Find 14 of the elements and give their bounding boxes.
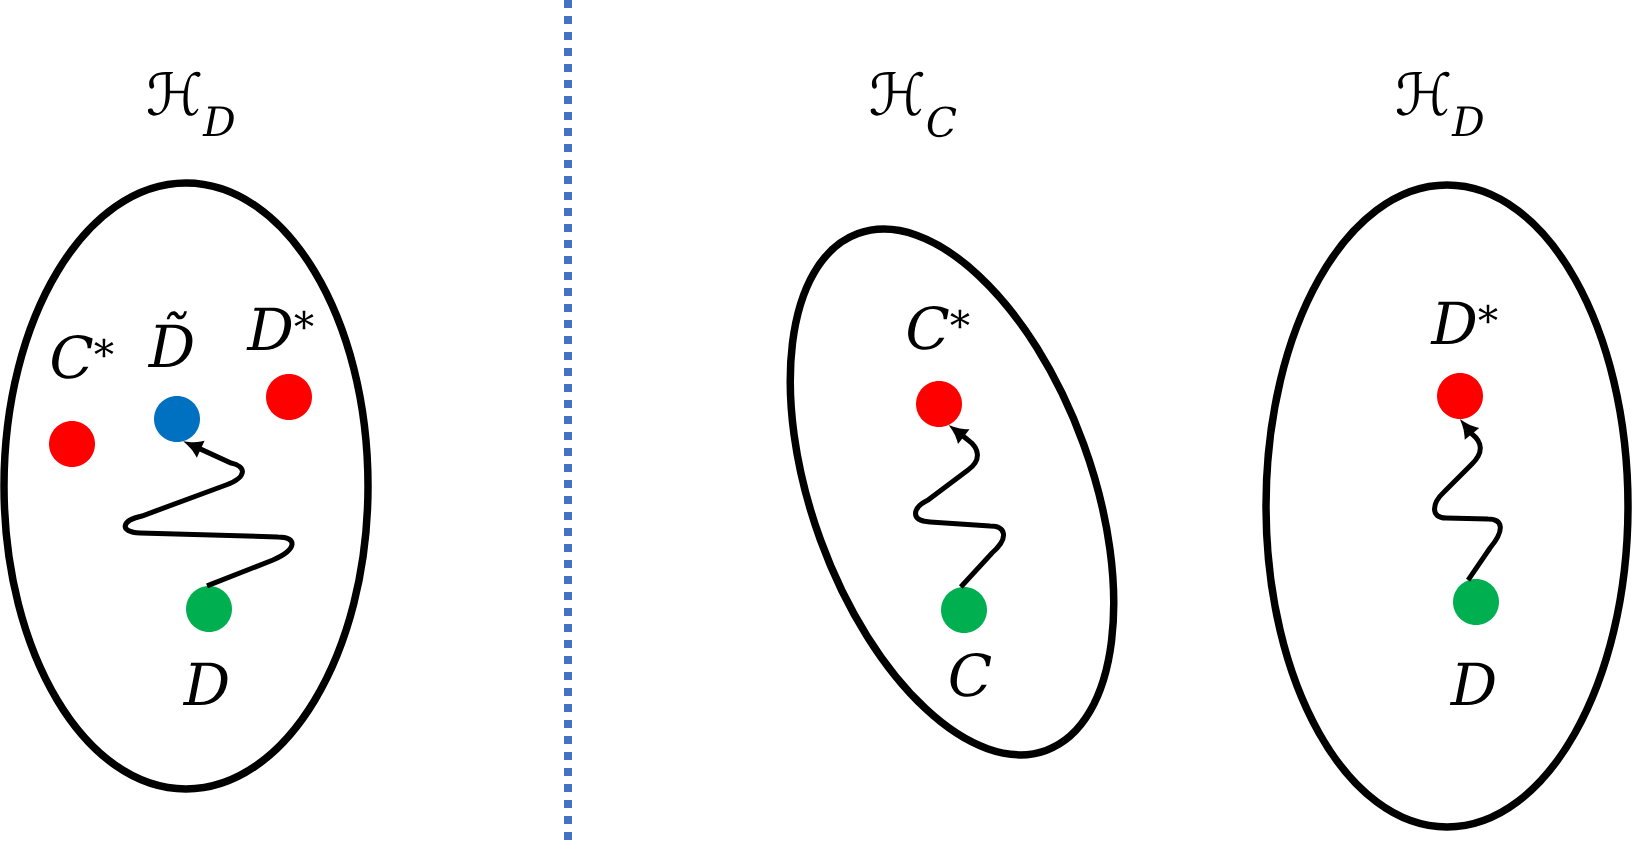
set-label: ℋ$_{C}$ bbox=[870, 71, 957, 138]
point-label: D bbox=[1449, 662, 1495, 705]
point-label: C$^{*}$ bbox=[908, 305, 970, 350]
set-label: ℋ$_{D}$ bbox=[1396, 71, 1483, 136]
point-label: D$^{*}$ bbox=[1430, 301, 1498, 344]
wavy-arrow bbox=[123, 441, 295, 589]
wavy-arrow bbox=[1432, 421, 1503, 582]
point-label: D$^{*}$ bbox=[246, 307, 314, 350]
point-label: C bbox=[950, 652, 992, 697]
wavy-arrow bbox=[913, 426, 1006, 589]
point-label: D bbox=[182, 662, 228, 705]
set-label: ℋ$_{D}$ bbox=[147, 71, 234, 136]
point-label: C$^{*}$ bbox=[52, 334, 114, 379]
point-label: D̃ bbox=[147, 311, 193, 367]
